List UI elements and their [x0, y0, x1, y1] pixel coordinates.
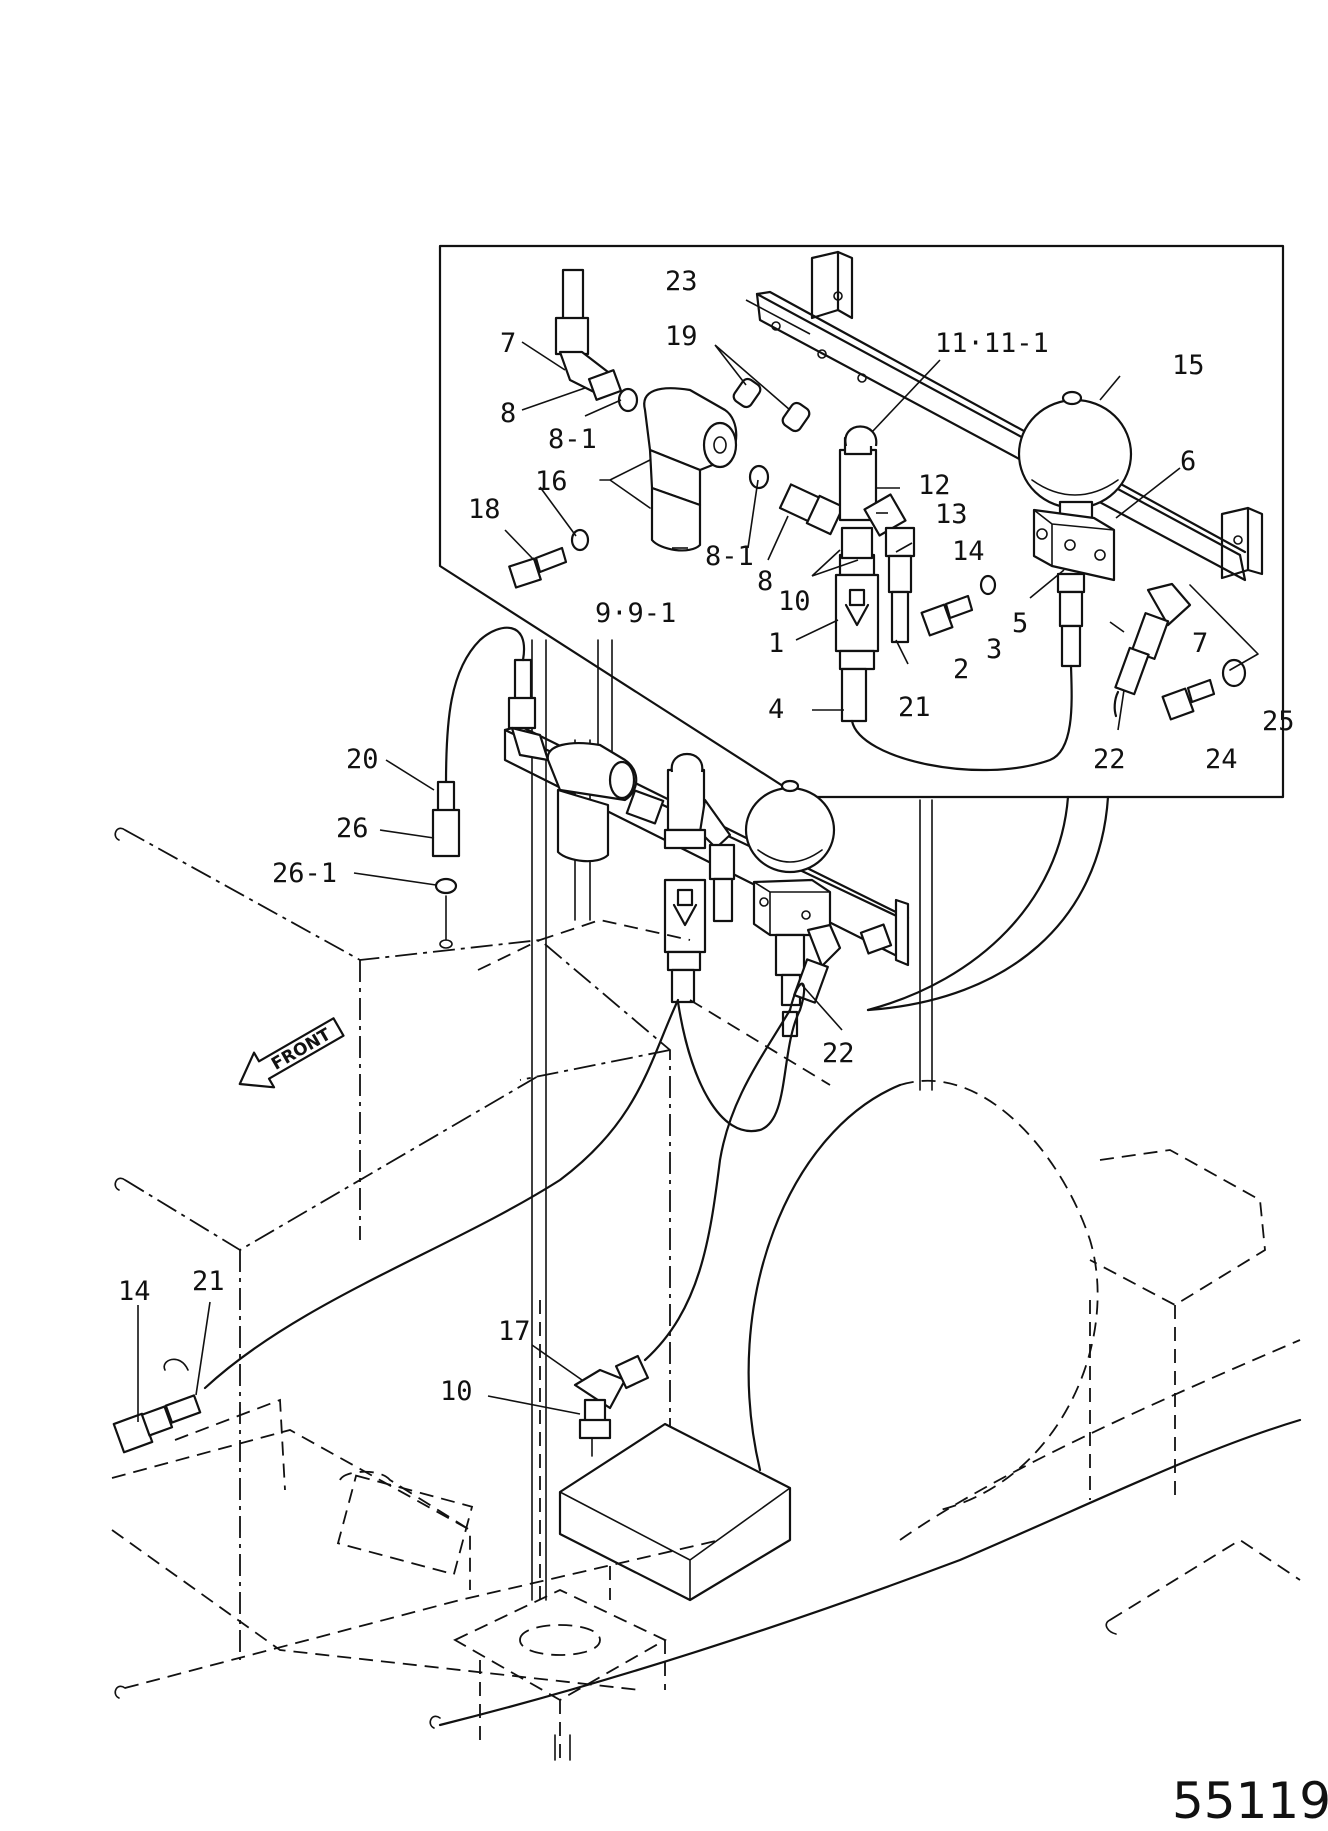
- callout-23: 23: [665, 266, 698, 297]
- callout-4: 4: [768, 694, 784, 725]
- lower-hoses: [112, 982, 806, 1457]
- callout-13: 13: [935, 499, 968, 530]
- callout-2: 2: [953, 654, 969, 685]
- elbow-fitting: [1114, 582, 1192, 696]
- inset-parts: [508, 250, 1264, 772]
- callout-5: 5: [1012, 608, 1028, 639]
- o-ring: [617, 387, 639, 413]
- bolt-alignment-line: [1189, 584, 1259, 671]
- lower-frame-components: [111, 1398, 1302, 1761]
- washer: [1221, 658, 1247, 688]
- hose: [850, 664, 1073, 772]
- elbow-fitting: [554, 268, 623, 401]
- bolt: [508, 546, 568, 589]
- main-leader-lines: [137, 759, 843, 1422]
- bolt: [920, 594, 974, 637]
- callout-7-right: 7: [1192, 628, 1208, 659]
- callout-7: 7: [500, 328, 516, 359]
- callout-21: 21: [898, 692, 931, 723]
- callout-14-bottom: 14: [118, 1276, 151, 1307]
- main-assembly: [431, 626, 933, 1601]
- washer: [979, 574, 997, 596]
- inset-leader-lines: [504, 299, 1181, 731]
- callout-26-1: 26-1: [272, 858, 337, 889]
- bolt: [1161, 678, 1216, 721]
- callout-16: 16: [535, 466, 568, 497]
- callout-26: 26: [336, 813, 369, 844]
- callout-8-1: 8-1: [548, 424, 597, 455]
- drawing-number: 551190: [1172, 1772, 1328, 1830]
- callout-11-11-1: 11·11-1: [935, 328, 1049, 359]
- callout-14: 14: [952, 536, 985, 567]
- callout-19: 19: [665, 321, 698, 352]
- callout-9-9-1: 9·9-1: [595, 598, 676, 629]
- callout-1: 1: [768, 628, 784, 659]
- callout-3: 3: [986, 634, 1002, 665]
- callout-8-mid: 8: [757, 566, 773, 597]
- accumulator-block: [1032, 508, 1116, 668]
- callout-10: 10: [778, 586, 811, 617]
- callout-10-bottom: 10: [440, 1376, 473, 1407]
- callout-22-mid: 22: [822, 1038, 855, 1069]
- callout-15: 15: [1172, 350, 1205, 381]
- accumulator: [1017, 390, 1133, 520]
- filter: [599, 387, 738, 552]
- o-ring: [748, 464, 770, 490]
- front-direction-arrow: FRONT: [238, 1017, 345, 1089]
- detail-inset: [438, 244, 1285, 1012]
- callout-20: 20: [346, 744, 379, 775]
- tank-drum: [747, 1079, 1301, 1635]
- callout-labels: 7 8 8-1 16 18 9·9-1 23 19 11·11-1 12 13 …: [118, 266, 1295, 1407]
- callout-8: 8: [500, 398, 516, 429]
- callout-12: 12: [918, 470, 951, 501]
- callout-18: 18: [468, 494, 501, 525]
- callout-17: 17: [498, 1316, 531, 1347]
- callout-25: 25: [1262, 706, 1295, 737]
- callout-24: 24: [1205, 744, 1238, 775]
- callout-6: 6: [1180, 446, 1196, 477]
- callout-21-bottom: 21: [192, 1266, 225, 1297]
- callout-8-1-mid: 8-1: [705, 541, 754, 572]
- callout-22: 22: [1093, 744, 1126, 775]
- plug: [732, 377, 811, 433]
- tank-body: [114, 827, 831, 1729]
- hose: [1113, 690, 1120, 718]
- check-valve-assembly: [778, 425, 916, 723]
